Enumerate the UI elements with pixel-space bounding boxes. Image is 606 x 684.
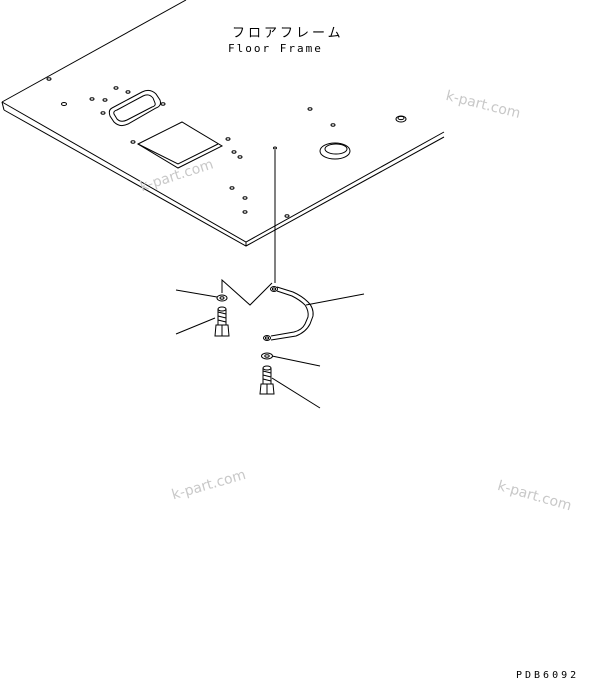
bracket-leader <box>221 278 273 306</box>
floor-frame-label-jp: フロアフレーム <box>232 26 344 41</box>
floor-frame-plate <box>1 0 445 247</box>
callout-washer-left <box>175 289 218 298</box>
plate-cutout-upper <box>108 89 161 127</box>
plate-cutout-lower <box>136 121 224 169</box>
callout-washer-right <box>271 355 321 367</box>
washer-left <box>216 294 228 302</box>
callout-bolt-right <box>271 377 321 409</box>
callout-strap <box>305 293 365 306</box>
plate-bolt-holes <box>46 77 336 218</box>
bolt-right <box>259 365 275 395</box>
callout-bolt-left <box>175 317 216 335</box>
floor-frame-label-en: Floor Frame <box>228 42 323 55</box>
ground-strap <box>263 286 314 341</box>
drawing-code: PDB6092 <box>516 670 580 681</box>
washer-right <box>261 352 273 360</box>
plate-round-hole <box>319 115 407 160</box>
bolt-left <box>214 306 230 337</box>
